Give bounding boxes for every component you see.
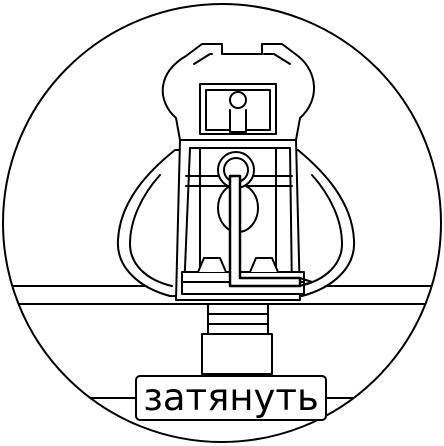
callout: затянуть xyxy=(135,375,327,421)
callout-box xyxy=(135,375,327,421)
top-cap xyxy=(161,43,315,141)
clamp-wings xyxy=(116,149,356,297)
callout-label: затянуть xyxy=(143,376,319,419)
clamp-stem xyxy=(201,303,273,375)
screw-head xyxy=(217,151,255,189)
allen-key-icon xyxy=(228,174,313,288)
